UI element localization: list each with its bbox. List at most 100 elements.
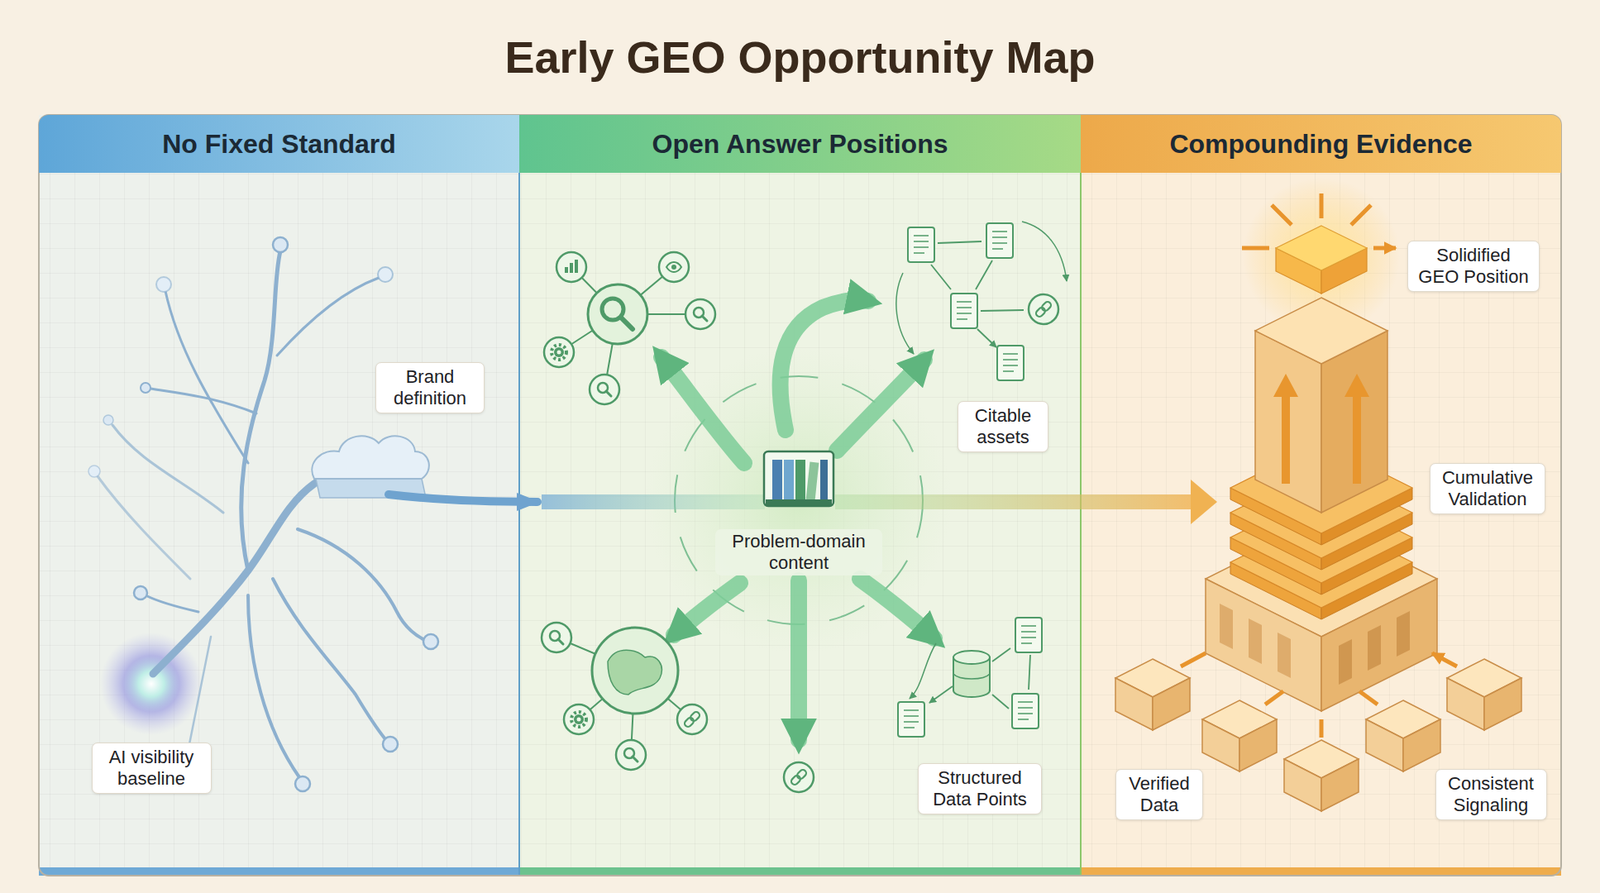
evidence-tower	[1344, 373, 1370, 397]
search-cluster	[544, 337, 574, 368]
hub-flow	[541, 347, 1218, 654]
evidence-tower	[1275, 225, 1367, 271]
search-cluster	[544, 252, 716, 405]
root-tree	[388, 494, 538, 502]
evidence-tower	[1396, 611, 1410, 657]
citable-docs	[1028, 294, 1059, 325]
label-text: Cumulative Validation	[1437, 467, 1538, 511]
book-icon	[820, 459, 828, 501]
root-tree	[165, 291, 249, 464]
panel-grounds	[38, 114, 1562, 876]
label-text: Solidified GEO Position	[1415, 244, 1532, 288]
evidence-tower	[1115, 659, 1190, 731]
evidence-tower	[1180, 653, 1457, 738]
evidence-tower	[1285, 395, 1357, 484]
citable-docs	[1022, 221, 1067, 282]
root-tree	[188, 636, 211, 749]
root-tree	[100, 632, 203, 736]
evidence-tower	[1241, 193, 1396, 249]
label-text: Verified Data	[1123, 773, 1195, 817]
hub-caption: Problem-domain content	[715, 529, 883, 576]
root-tree	[297, 529, 426, 640]
panel-title: Open Answer Positions	[652, 128, 949, 160]
citable-docs	[986, 223, 1013, 258]
root-tree	[382, 736, 398, 752]
root-tree	[311, 435, 430, 498]
label-text: AI visibility baseline	[100, 746, 204, 790]
label-text: Consistent Signaling	[1443, 773, 1539, 817]
map-cluster	[783, 762, 814, 793]
citable-docs	[896, 272, 914, 354]
root-tree	[145, 595, 199, 612]
data-cluster	[897, 702, 925, 737]
map-cluster	[563, 704, 594, 735]
panel-title: Compounding Evidence	[1169, 128, 1472, 160]
panel-grounds	[519, 867, 1081, 876]
root-tree	[140, 382, 151, 393]
root-tree	[272, 237, 288, 253]
root-tree	[112, 425, 224, 513]
panel-band: Open Answer PositionsCitable assetsStruc…	[519, 114, 1081, 876]
label-text: Brand definition	[383, 366, 477, 410]
book-icon	[795, 459, 806, 501]
book-icon	[764, 451, 834, 507]
panel-header: Open Answer Positions	[519, 114, 1081, 173]
label-text: Structured Data Points	[926, 767, 1034, 811]
map-cluster	[607, 649, 662, 695]
panel-header: Compounding Evidence	[1080, 114, 1562, 173]
panel-grounds	[1080, 867, 1562, 876]
book-icon	[764, 451, 834, 507]
evidence-tower	[1365, 700, 1441, 772]
label-box: Solidified GEO Position	[1407, 240, 1540, 292]
citable-docs	[907, 227, 935, 263]
evidence-tower	[1338, 639, 1352, 685]
panel-band: No Fixed StandardBrand definition AI visi…	[38, 114, 520, 876]
root-tree	[156, 277, 172, 292]
root-tree	[295, 776, 311, 792]
evidence-tower	[1248, 618, 1262, 664]
label-box: Cumulative Validation	[1429, 463, 1546, 515]
data-cluster	[1015, 617, 1042, 653]
panel-grounds	[518, 114, 521, 876]
root-tree	[133, 586, 148, 600]
root-tree	[248, 595, 300, 778]
root-tree	[311, 435, 430, 479]
root-tree	[423, 634, 439, 650]
map-cluster	[616, 740, 646, 770]
citable-docs	[896, 221, 1067, 381]
map-cluster	[541, 622, 814, 793]
root-tree	[97, 476, 191, 579]
search-cluster	[659, 252, 689, 282]
evidence-tower	[1284, 740, 1359, 812]
answer-arrows	[673, 582, 741, 636]
map-cluster	[592, 627, 679, 714]
data-cluster	[953, 650, 990, 664]
root-tree	[277, 277, 379, 356]
book-icon	[772, 459, 783, 501]
evidence-tower	[1219, 603, 1233, 650]
evidence-tower	[1202, 700, 1277, 772]
book-icon	[806, 462, 820, 502]
label-box: Brand definition	[375, 362, 485, 414]
root-tree	[103, 415, 114, 426]
evidence-tower	[1255, 297, 1388, 364]
book-icon	[765, 499, 832, 506]
label-box: Citable assets	[957, 401, 1049, 453]
label-text: Citable assets	[965, 405, 1041, 449]
citable-docs	[997, 345, 1024, 381]
search-cluster	[587, 284, 648, 344]
panel-header: No Fixed Standard	[38, 114, 520, 173]
label-box: Verified Data	[1115, 768, 1204, 821]
search-cluster	[556, 252, 587, 282]
answer-arrows	[836, 359, 925, 451]
label-box: AI visibility baseline	[91, 742, 212, 794]
diagram-title: Early GEO Opportunity Map	[0, 31, 1600, 83]
label-box: Structured Data Points	[917, 763, 1042, 815]
evidence-tower	[1447, 659, 1522, 731]
answer-arrows	[790, 580, 808, 741]
answer-arrows	[661, 357, 745, 464]
evidence-tower	[1367, 625, 1381, 671]
root-tree	[88, 465, 101, 478]
data-cluster	[909, 643, 937, 699]
